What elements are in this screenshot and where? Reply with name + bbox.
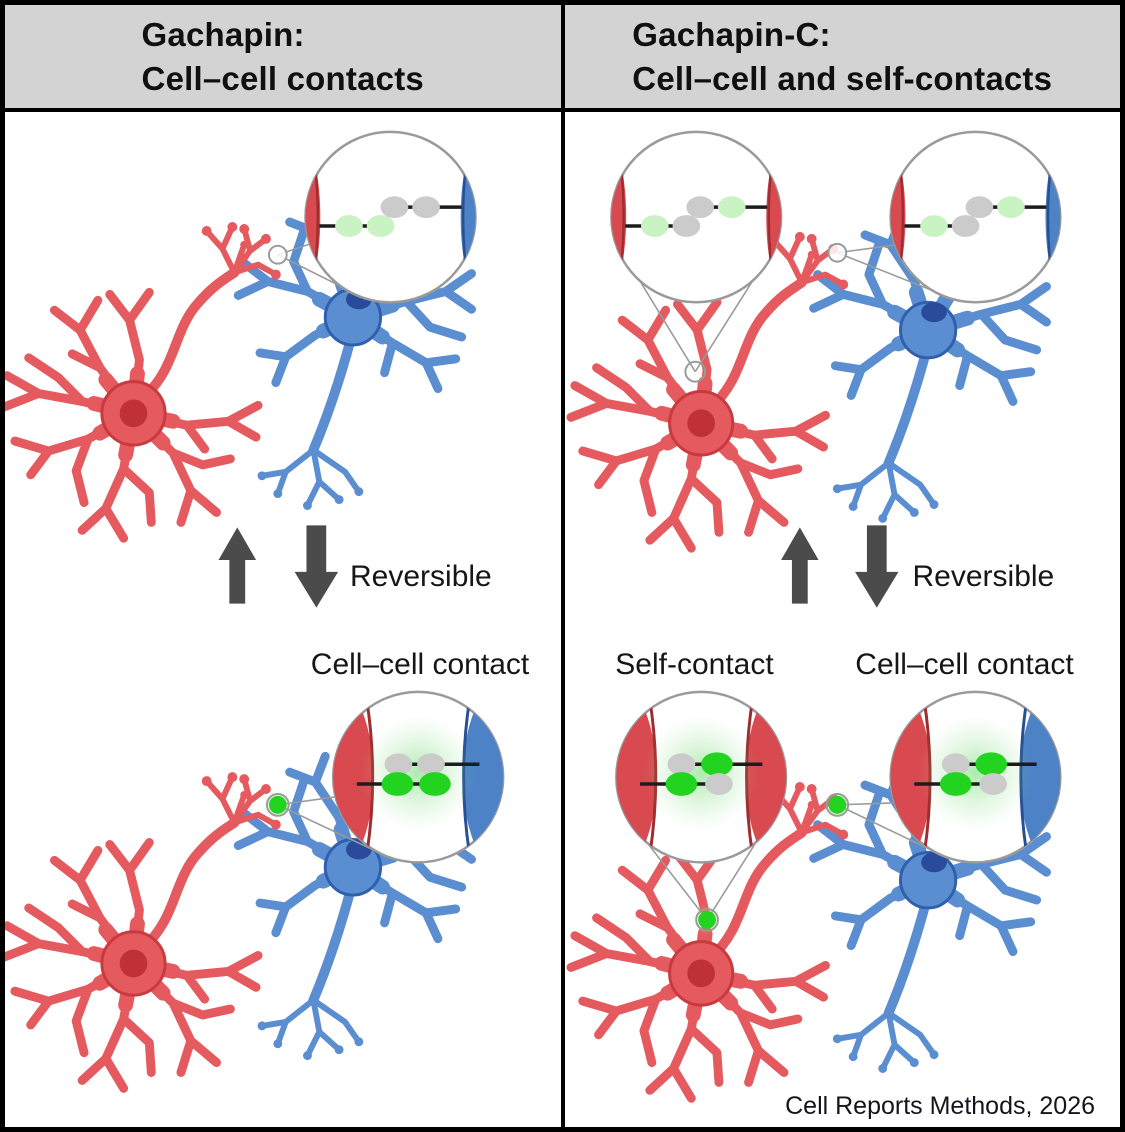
cell-cell-contact-label: Cell–cell contact	[855, 648, 1074, 681]
down-arrow-icon	[294, 525, 339, 608]
zoom-inset-self-unbound	[609, 130, 782, 304]
gfp-bright-oval	[700, 752, 733, 777]
gfp-bright-oval	[939, 772, 972, 796]
binder-oval	[941, 753, 970, 776]
binder-oval	[951, 215, 979, 237]
left-title-line1: Gachapin:	[141, 15, 305, 53]
gfp-half-oval	[335, 215, 363, 237]
blue-membrane	[460, 153, 476, 281]
gfp-half-oval	[717, 196, 746, 219]
self-contact-marker	[683, 360, 706, 383]
binder-oval	[685, 196, 714, 219]
gfp-half-oval	[366, 215, 395, 237]
binder-oval	[704, 773, 733, 795]
cell-cell-contact-label: Cell–cell contact	[310, 648, 530, 681]
zoom-inset-cell-cell-unbound	[304, 130, 477, 304]
reversible-label: Reversible	[912, 560, 1055, 593]
binder-oval	[978, 773, 1007, 795]
panel-gachapin: Reversible Cell–cell contact	[5, 112, 561, 1127]
header-left: Gachapin: Cell–cell contacts	[5, 5, 565, 108]
reversible-arrows	[780, 525, 898, 608]
binder-oval	[380, 196, 409, 219]
gfp-bright-oval	[419, 772, 451, 796]
fluorescent-self-contact-dot	[690, 903, 723, 936]
left-title-line2: Cell–cell contacts	[141, 59, 424, 97]
red-membrane	[765, 153, 781, 281]
gfp-bright-oval	[381, 772, 414, 796]
journal-citation: Cell Reports Methods, 2026	[785, 1092, 1095, 1120]
fluorescent-contact-dot	[261, 788, 294, 821]
gachapin-c-scene	[565, 130, 1062, 1127]
right-title-line1: Gachapin-C:	[632, 15, 831, 53]
binder-oval	[417, 753, 445, 776]
gfp-half-oval	[919, 215, 948, 237]
fluorescence-glow	[360, 715, 476, 831]
header-right: Gachapin-C: Cell–cell and self-contacts	[564, 5, 1120, 108]
blue-membrane	[1018, 691, 1060, 863]
gfp-half-oval	[996, 196, 1025, 219]
gfp-bright-oval	[665, 772, 697, 796]
red-membrane	[744, 691, 786, 863]
blue-membrane	[1045, 153, 1060, 281]
unbound-state-scene	[5, 130, 486, 538]
gfp-bright-oval	[974, 752, 1007, 777]
red-membrane	[615, 691, 657, 863]
right-panel-title: Gachapin-C: Cell–cell and self-contacts	[632, 13, 1052, 100]
unbound-state-scene	[570, 130, 1062, 548]
zoom-inset-cell-cell-unbound	[888, 130, 1062, 304]
contact-marker	[826, 242, 847, 263]
up-arrow-icon	[780, 527, 819, 604]
red-membrane	[610, 153, 626, 281]
red-neuron	[5, 222, 281, 538]
fluorescence-glow	[917, 715, 1033, 831]
reversible-arrows	[218, 525, 339, 608]
red-neuron	[5, 772, 281, 1088]
binder-oval	[667, 753, 695, 776]
gachapin-scene	[5, 130, 505, 1127]
binder-oval	[672, 215, 700, 237]
magnification-lines	[637, 244, 932, 373]
bound-state-scene	[5, 690, 505, 1088]
up-arrow-icon	[218, 527, 257, 604]
zoom-inset-self-bound	[614, 690, 787, 864]
header-row: Gachapin: Cell–cell contacts Gachapin-C:…	[5, 5, 1120, 112]
bound-state-scene	[565, 690, 1062, 1098]
contact-marker	[267, 244, 288, 265]
magnification-lines	[642, 802, 932, 921]
gfp-half-oval	[640, 215, 669, 237]
binder-oval	[384, 753, 413, 776]
left-panel-title: Gachapin: Cell–cell contacts	[142, 13, 424, 100]
blue-membrane	[462, 691, 504, 863]
fluorescent-contact-dot	[821, 788, 853, 821]
binder-oval	[412, 196, 440, 219]
red-membrane	[305, 153, 321, 281]
red-membrane	[890, 153, 905, 281]
fluorescence-glow	[643, 715, 758, 831]
reversible-label: Reversible	[350, 560, 492, 593]
panel-gachapin-c: Reversible Self-contact Cell–cell contac…	[560, 112, 1120, 1127]
self-contact-label: Self-contact	[615, 648, 774, 681]
binder-oval	[965, 196, 993, 219]
right-title-line2: Cell–cell and self-contacts	[632, 59, 1053, 97]
down-arrow-icon	[854, 525, 898, 608]
